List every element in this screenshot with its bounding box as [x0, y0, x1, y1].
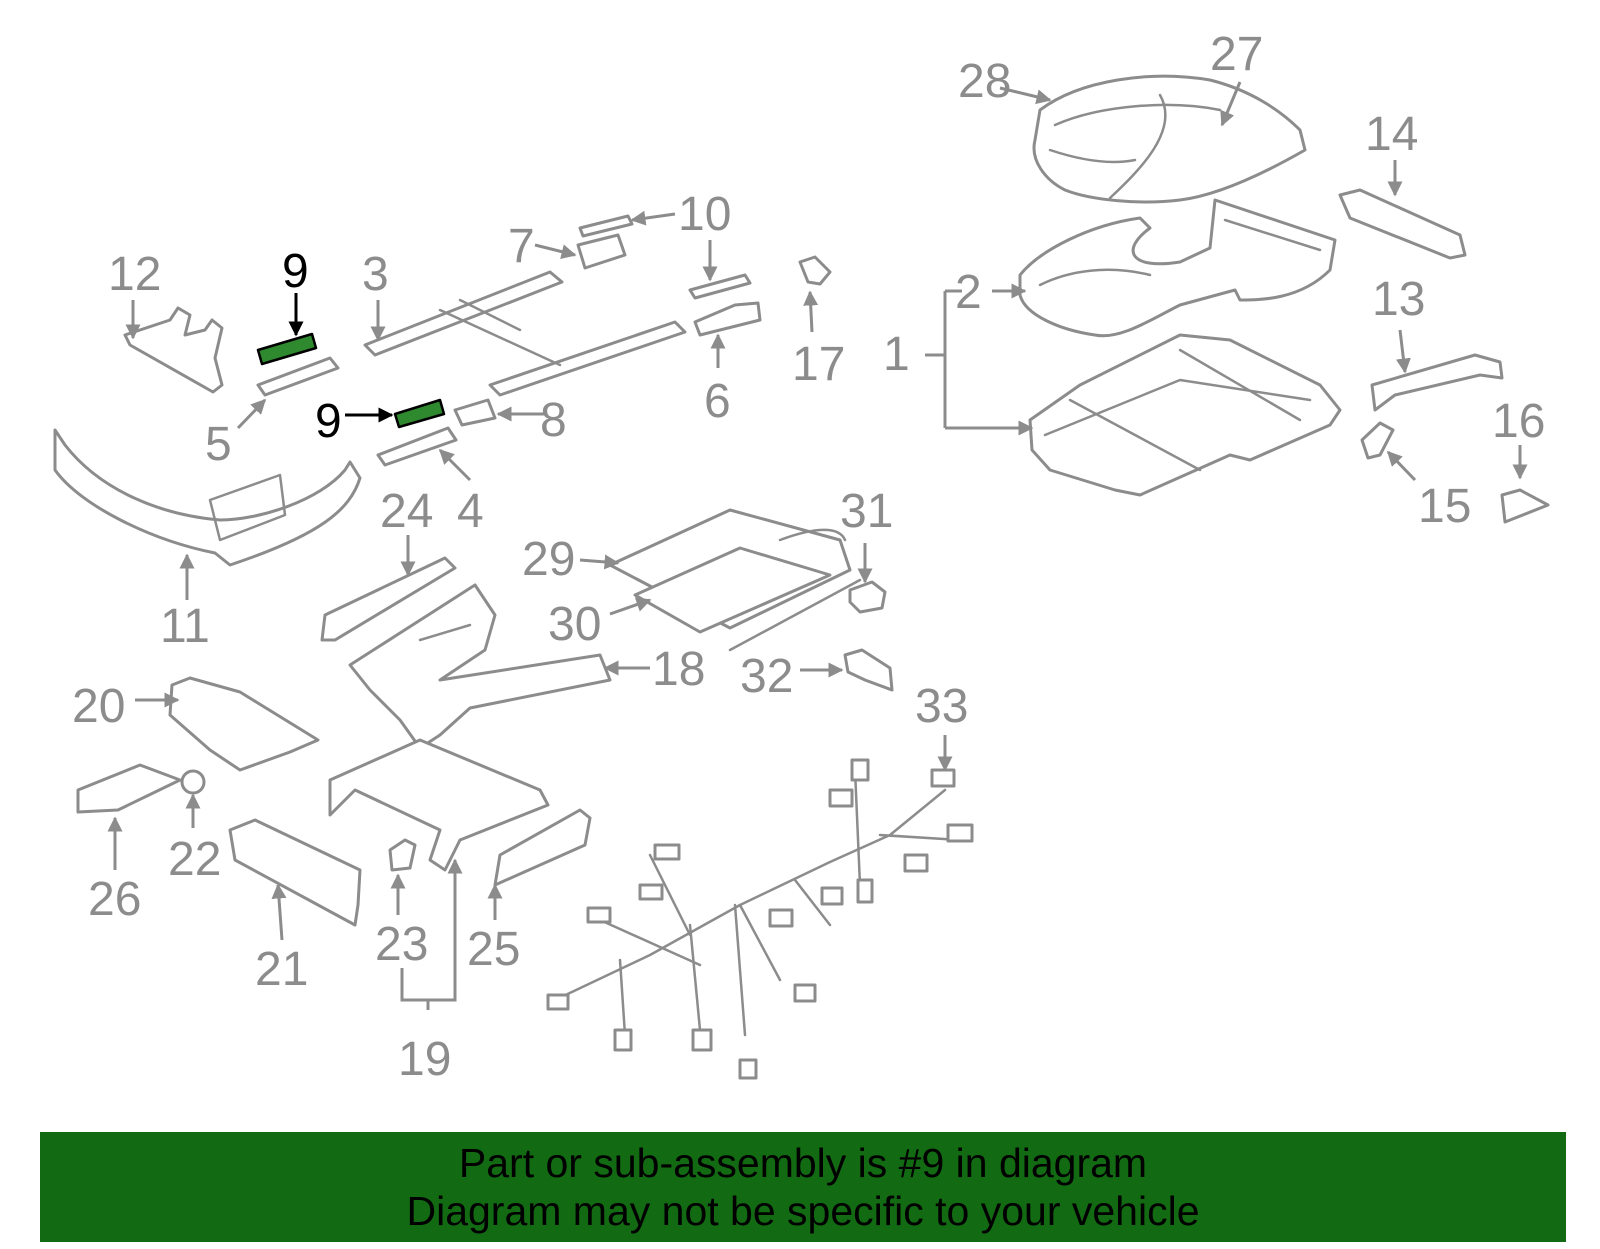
label-1: 1 — [883, 328, 910, 381]
label-23: 23 — [375, 918, 428, 971]
label-30: 30 — [548, 598, 601, 651]
label-8: 8 — [540, 394, 567, 447]
label-9-lower: 9 — [315, 395, 342, 448]
part-17[interactable] — [798, 255, 832, 286]
part-5[interactable] — [256, 356, 340, 397]
label-24: 24 — [380, 485, 433, 538]
label-22: 22 — [168, 833, 221, 886]
part-14[interactable] — [1338, 188, 1467, 260]
part-7[interactable] — [576, 233, 627, 270]
callout-labels: 1 2 3 4 5 6 7 8 9 9 10 11 12 13 14 15 16… — [72, 28, 1545, 1086]
label-4: 4 — [457, 485, 484, 538]
label-5: 5 — [205, 418, 232, 471]
label-12: 12 — [108, 248, 161, 301]
part-29-30-cushion-pad[interactable] — [608, 508, 862, 652]
label-2: 2 — [955, 266, 982, 319]
part-25[interactable] — [493, 808, 592, 887]
label-32: 32 — [740, 650, 793, 703]
part-6[interactable] — [693, 301, 762, 337]
label-33: 33 — [915, 680, 968, 733]
label-29: 29 — [522, 533, 575, 586]
label-27: 27 — [1210, 28, 1263, 81]
part-11-side-trim[interactable] — [53, 428, 362, 567]
label-28: 28 — [958, 55, 1011, 108]
part-18-base-frame[interactable] — [328, 583, 612, 872]
part-seat-cover[interactable] — [1032, 74, 1307, 204]
label-11: 11 — [160, 600, 210, 653]
label-18: 18 — [652, 643, 705, 696]
label-15: 15 — [1418, 480, 1471, 533]
part-22[interactable] — [180, 769, 206, 795]
label-7: 7 — [508, 220, 535, 273]
label-31: 31 — [840, 485, 893, 538]
part-10[interactable] — [578, 214, 634, 238]
label-19: 19 — [398, 1033, 451, 1086]
banner-line-disclaimer: Diagram may not be specific to your vehi… — [406, 1188, 1200, 1234]
label-25: 25 — [467, 923, 520, 976]
part-10-rail[interactable] — [688, 273, 752, 300]
leader-lines — [107, 81, 1528, 1010]
banner-line-part: Part or sub-assembly is #9 in diagram — [458, 1140, 1148, 1186]
part-4[interactable] — [376, 426, 458, 467]
part-seat-frame[interactable] — [1028, 333, 1342, 497]
label-6: 6 — [704, 375, 731, 428]
part-3-seat-track[interactable] — [363, 270, 687, 397]
part-23[interactable] — [388, 838, 417, 872]
label-21: 21 — [255, 943, 308, 996]
part-20[interactable] — [168, 676, 320, 772]
part-24[interactable] — [320, 556, 457, 642]
label-16: 16 — [1492, 395, 1545, 448]
label-14: 14 — [1365, 108, 1418, 161]
part-16[interactable] — [1500, 488, 1550, 524]
part-33-wiring-harness[interactable] — [546, 758, 974, 1080]
part-9-lower-highlight[interactable] — [393, 398, 446, 429]
label-20: 20 — [72, 680, 125, 733]
part-8[interactable] — [453, 398, 497, 427]
label-3: 3 — [362, 248, 389, 301]
part-26[interactable] — [76, 763, 182, 814]
part-15[interactable] — [1360, 421, 1395, 460]
part-21[interactable] — [228, 818, 362, 927]
part-9-upper-highlight[interactable] — [256, 332, 318, 366]
part-32[interactable] — [843, 648, 894, 692]
part-31[interactable] — [848, 580, 887, 614]
info-banner: Part or sub-assembly is #9 in diagram Di… — [40, 1132, 1566, 1242]
part-seat-pan[interactable] — [1018, 198, 1337, 338]
part-13[interactable] — [1370, 353, 1504, 412]
part-12[interactable] — [123, 306, 224, 394]
label-9-upper: 9 — [282, 245, 309, 298]
label-17: 17 — [792, 338, 845, 391]
label-26: 26 — [88, 873, 141, 926]
label-13: 13 — [1372, 273, 1425, 326]
label-10: 10 — [678, 188, 731, 241]
